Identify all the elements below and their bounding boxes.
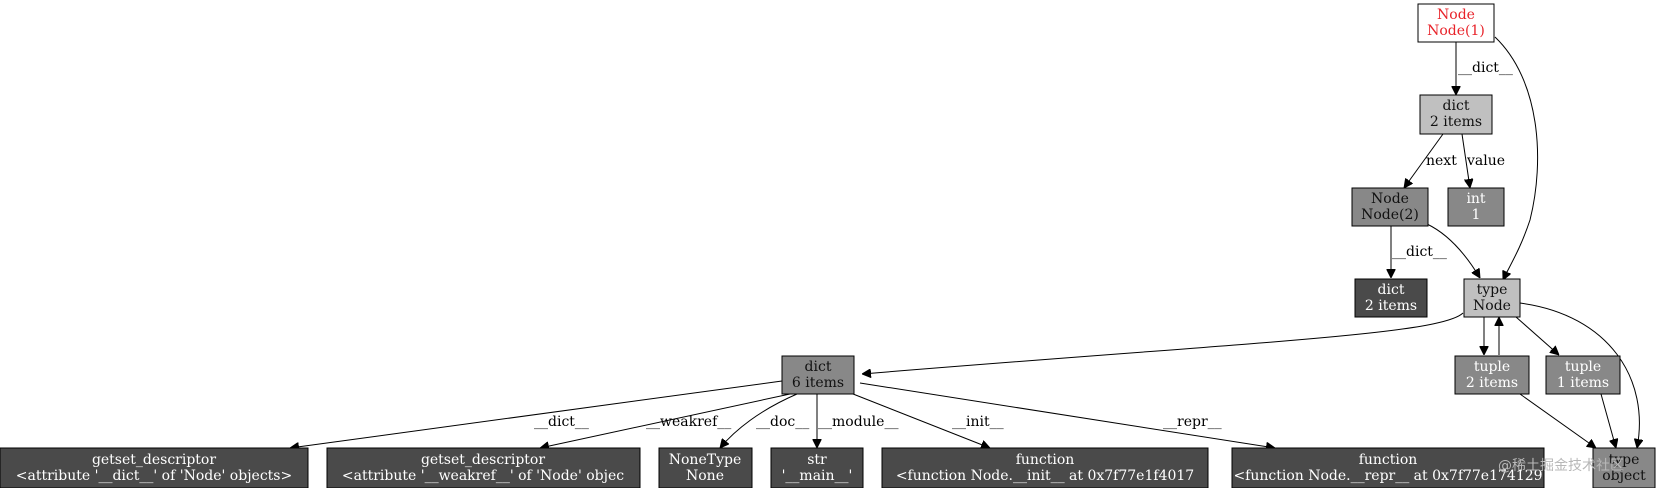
edge-value [1461,133,1470,188]
node-func-init[interactable]: function <function Node.__init__ at 0x7f… [881,447,1209,488]
edge-label-init: __init__ [952,414,1004,430]
edge-dict6-getset-dict [290,380,783,448]
node-node2-line1: Node [1371,191,1409,207]
edge-node2-type [1426,223,1480,278]
node-getset-dict-line1: getset_descriptor [92,452,216,468]
edge-dict6-getset-weakref [540,393,791,448]
node-node2[interactable]: Node Node(2) [1351,187,1429,227]
node-root-line1: Node [1437,7,1475,23]
edge-tuple1-object [1600,393,1616,448]
node-int1-line1: int [1466,191,1485,207]
node-nonetype[interactable]: NoneType None [658,447,753,488]
node-tuple2-line2: 2 items [1466,375,1518,391]
node-func-init-line1: function [1016,452,1075,468]
edge-label-doc: __doc__ [756,414,809,430]
edge-next [1404,133,1444,188]
watermark: @稀土掘金技术社区 [1498,458,1624,474]
node-getset-weakref-line2: <attribute '__weakref__' of 'Node' objec [342,468,624,484]
edge-dict6-nonetype [720,393,798,448]
node-type-node[interactable]: type Node [1463,278,1521,318]
node-root-line2: Node(1) [1427,23,1485,39]
node-func-repr-line2: <function Node.__repr__ at 0x7f77e174129 [1233,468,1542,484]
node-root-node1[interactable]: Node Node(1) [1417,3,1495,43]
edge-label-dict6-dict: __dict__ [534,414,589,430]
edge-root-type [1494,36,1539,280]
edge-dict6-repr [859,382,1275,448]
node-tuple2[interactable]: tuple 2 items [1454,355,1530,395]
node-dict-root-line2: 2 items [1430,114,1482,130]
node-getset-dict[interactable]: getset_descriptor <attribute '__dict__' … [0,447,309,488]
node-dict-root[interactable]: dict 2 items [1419,94,1493,135]
edge-dict6-init [847,391,990,448]
edge-label-node2-dict: __dict__ [1392,244,1447,260]
node-dict-root-line1: dict [1443,98,1470,114]
edge-label-next: next [1426,153,1457,169]
edge-label-weakref: __weakref__ [646,414,731,430]
edge-type-object [1519,302,1639,448]
node-tuple1-line2: 1 items [1557,375,1609,391]
node-func-repr-line1: function [1359,452,1418,468]
node-tuple2-line1: tuple [1474,359,1510,375]
node-getset-weakref-line1: getset_descriptor [421,452,545,468]
node-tuple1[interactable]: tuple 1 items [1545,355,1621,395]
edge-type-dict6 [862,312,1464,374]
node-str-main-line2: '__main__' [782,468,853,484]
node-dict6-line1: dict [805,359,832,375]
node-type-node-line2: Node [1473,298,1511,314]
edge-label-root-dict: __dict__ [1458,60,1513,76]
node-dict6-line2: 6 items [792,375,844,391]
node-func-init-line2: <function Node.__init__ at 0x7f77e1f4017 [896,468,1194,484]
node-nonetype-line1: NoneType [669,452,741,468]
node-tuple1-line1: tuple [1565,359,1601,375]
node-getset-dict-line2: <attribute '__dict__' of 'Node' objects> [16,468,292,484]
edge-labels: __dict__ next value __dict__ __dict__ __… [534,60,1513,430]
node-func-repr[interactable]: function <function Node.__repr__ at 0x7f… [1231,447,1545,488]
node-str-main[interactable]: str '__main__' [770,447,864,488]
edge-tuple2-object [1519,393,1596,448]
edges [290,36,1639,448]
node-dict-node2-line1: dict [1378,282,1405,298]
node-type-object-line1: type [1609,452,1640,468]
node-dict6[interactable]: dict 6 items [781,355,855,395]
node-str-main-line1: str [807,452,827,468]
edge-type-tuple1 [1515,316,1559,355]
edge-label-module: __module__ [818,414,898,430]
node-type-node-line1: type [1477,282,1508,298]
node-getset-weakref[interactable]: getset_descriptor <attribute '__weakref_… [326,447,641,488]
node-int1[interactable]: int 1 [1447,187,1505,227]
node-nonetype-line2: None [686,468,724,484]
nodes: Node Node(1) dict 2 items Node Node(2) i… [0,3,1656,488]
node-dict-node2-line2: 2 items [1365,298,1417,314]
node-type-object-line2: object [1602,468,1646,484]
node-int1-line2: 1 [1472,207,1481,223]
node-dict-node2[interactable]: dict 2 items [1354,278,1428,318]
edge-label-repr: __repr__ [1163,414,1222,430]
node-type-object[interactable]: type object [1592,447,1656,488]
edge-label-value: value [1466,153,1505,169]
node-node2-line2: Node(2) [1361,207,1419,223]
